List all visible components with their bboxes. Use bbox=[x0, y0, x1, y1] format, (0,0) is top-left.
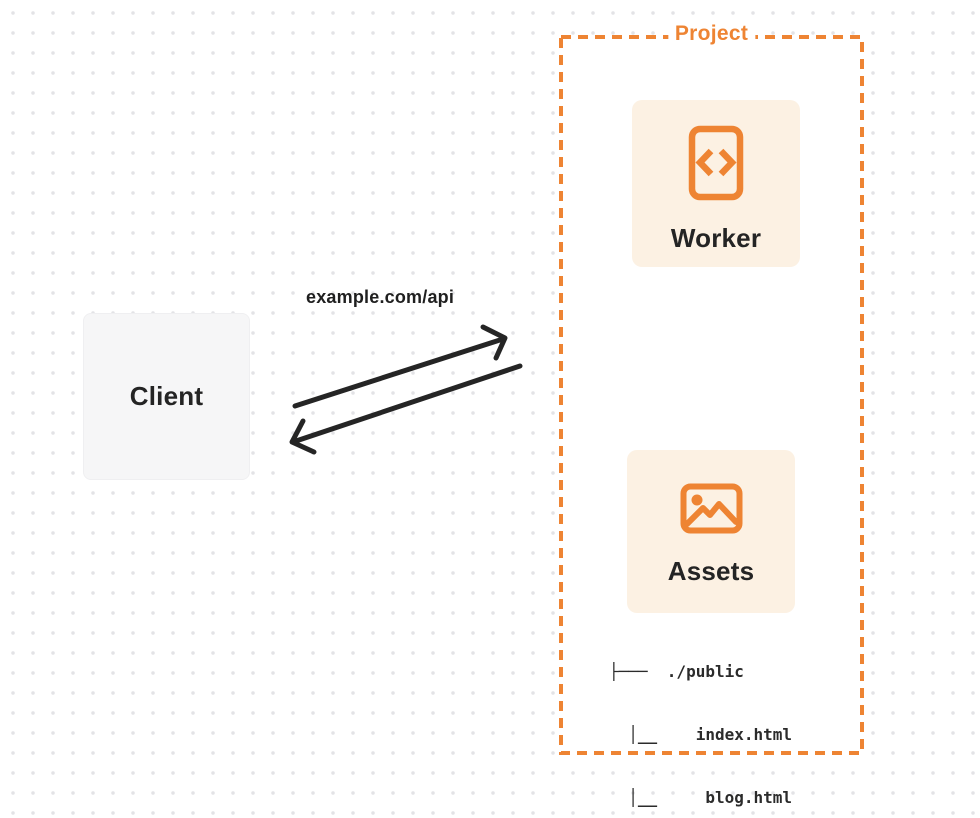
client-label: Client bbox=[129, 381, 204, 411]
file-tree: ├─── ./public │__ index.html │__ blog.ht… bbox=[609, 619, 792, 818]
assets-label: Assets bbox=[667, 556, 755, 586]
image-icon bbox=[680, 483, 743, 539]
worker-label: Worker bbox=[670, 223, 762, 253]
assets-node: Assets bbox=[627, 450, 795, 613]
project-title: Project bbox=[667, 21, 756, 46]
file-tree-line-public: ├─── ./public bbox=[609, 662, 744, 681]
code-file-icon bbox=[688, 125, 744, 206]
response-arrow bbox=[289, 363, 523, 455]
client-node: Client bbox=[83, 313, 250, 480]
file-tree-line-index: │__ index.html bbox=[609, 725, 793, 744]
project-container: Project Worker Assets bbox=[559, 21, 864, 807]
request-arrow bbox=[292, 324, 508, 409]
request-url-label: example.com/api bbox=[306, 287, 455, 307]
worker-node: Worker bbox=[632, 100, 800, 267]
file-tree-line-blog: │__ blog.html bbox=[609, 788, 793, 807]
